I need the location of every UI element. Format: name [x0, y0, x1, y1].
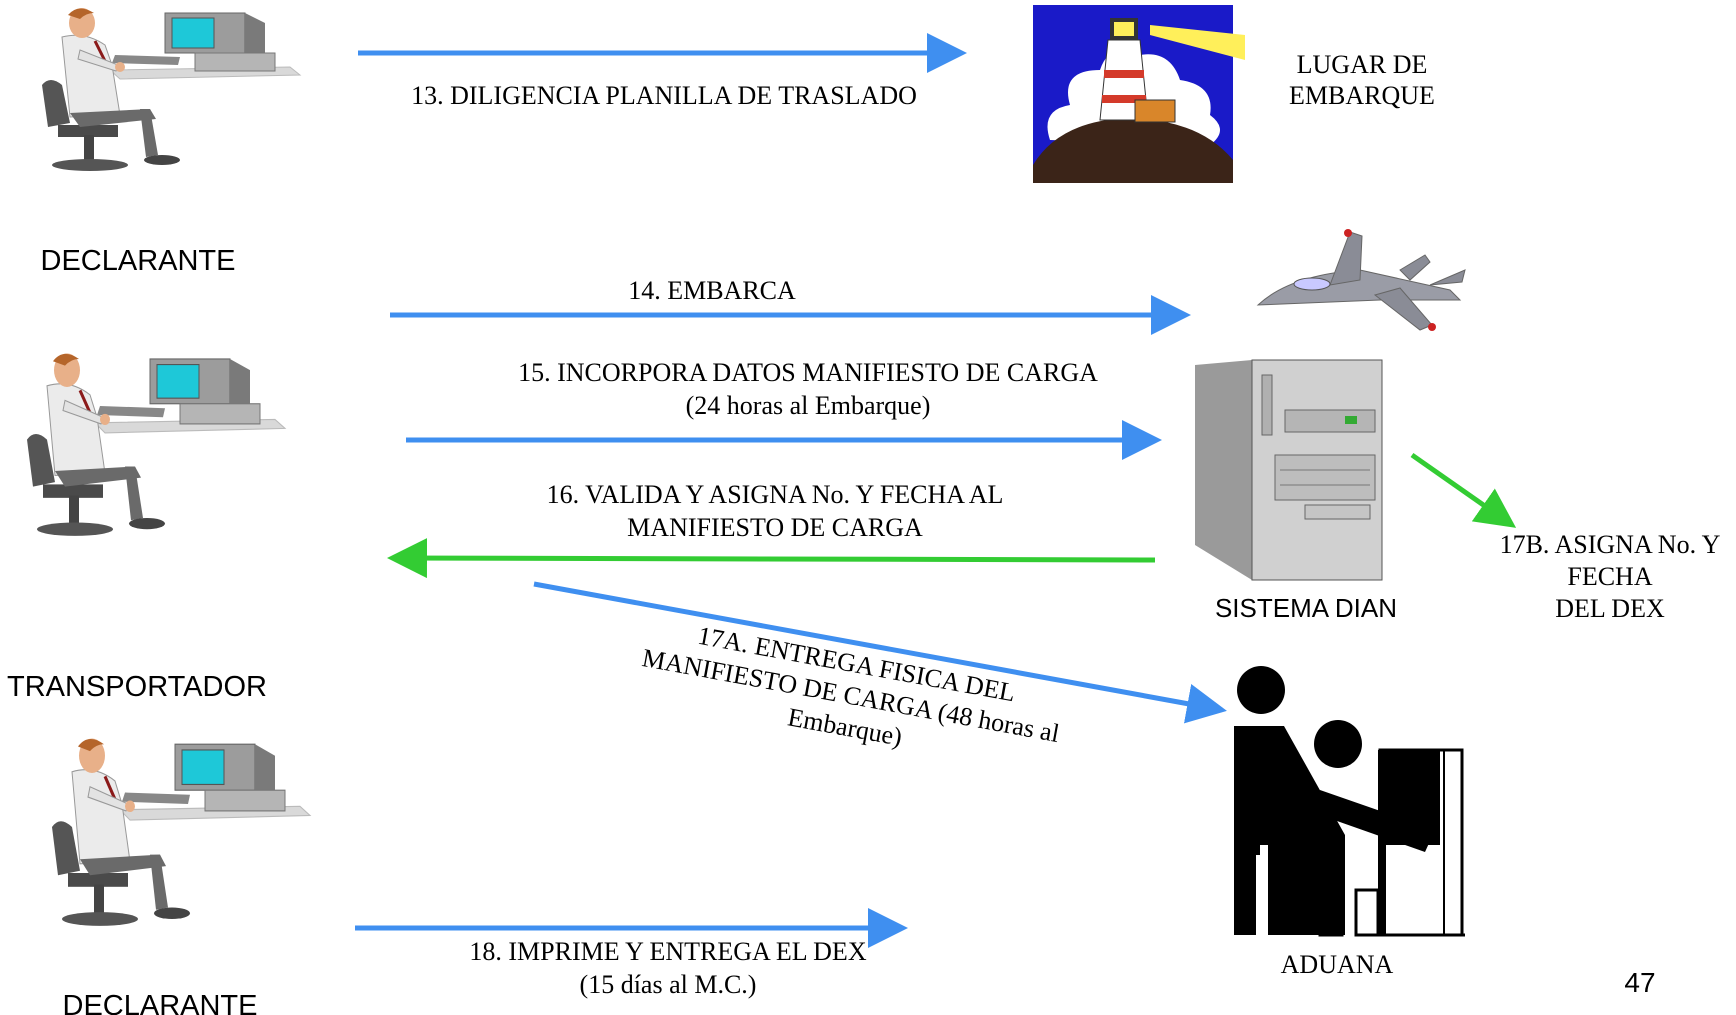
server-tower-icon: [1195, 359, 1383, 581]
declarante-bottom-label: DECLARANTE: [63, 990, 258, 1015]
arrow-step-17a: [533, 581, 1227, 724]
transportador-label: TRANSPORTADOR: [7, 671, 267, 703]
lighthouse-icon: [1033, 5, 1245, 183]
lugar-label-line2: EMBARQUE: [1289, 81, 1435, 110]
step-17b-label-line2: FECHA: [1567, 562, 1652, 591]
declarante-top-person-icon: [40, 6, 302, 173]
step-16-label-line2: MANIFIESTO DE CARGA: [627, 513, 923, 542]
step-18-label-line2: (15 días al M.C.): [580, 970, 757, 999]
arrow-step-16: [387, 538, 1156, 579]
step-17b-label-line1: 17B. ASIGNA No. Y: [1500, 530, 1721, 559]
sistema-dian-label: SISTEMA DIAN: [1215, 593, 1397, 623]
step-13-label: 13. DILIGENCIA PLANILLA DE TRASLADO: [411, 81, 917, 110]
step-14-label: 14. EMBARCA: [628, 276, 796, 305]
step-17b-label-line3: DEL DEX: [1555, 594, 1665, 623]
step-18-label-line1: 18. IMPRIME Y ENTREGA EL DEX: [469, 937, 866, 966]
jet-plane-icon: [1256, 229, 1466, 331]
declarante-bottom-person-icon: [50, 736, 312, 928]
page-number: 47: [1624, 967, 1655, 998]
customs-officers-icon: [1234, 666, 1465, 937]
arrow-step-17b: [1410, 452, 1517, 528]
aduana-label: ADUANA: [1281, 950, 1394, 979]
transportador-person-icon: [25, 351, 287, 538]
step-15-label-line2: (24 horas al Embarque): [686, 391, 931, 420]
step-15-label-line1: 15. INCORPORA DATOS MANIFIESTO DE CARGA: [518, 358, 1098, 387]
declarante-top-label: DECLARANTE: [41, 245, 236, 277]
step-17a-label: 17A. ENTREGA FISICA DEL MANIFIESTO DE CA…: [640, 621, 1062, 752]
step-16-label-line1: 16. VALIDA Y ASIGNA No. Y FECHA AL: [547, 480, 1004, 509]
lugar-label-line1: LUGAR DE: [1297, 50, 1428, 79]
